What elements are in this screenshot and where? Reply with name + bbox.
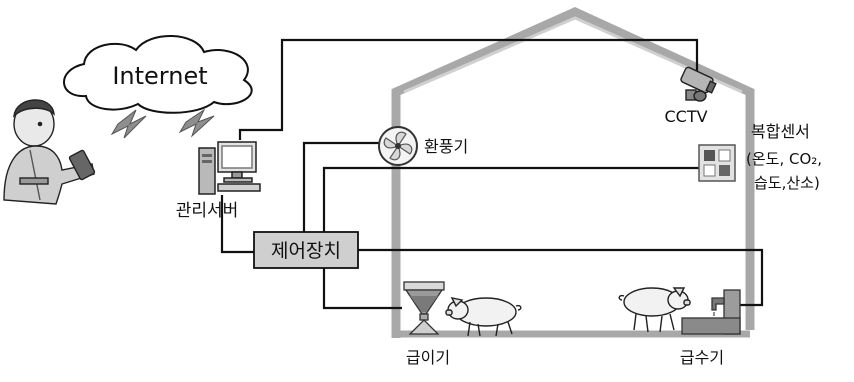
- server-computer-icon: [198, 141, 261, 195]
- internet-cloud: Internet: [63, 35, 253, 114]
- server-label: 관리서버: [176, 201, 239, 221]
- cctv-camera-icon: [680, 66, 717, 102]
- sensor-label: 복합센서 (온도, CO₂, 습도,산소): [746, 122, 822, 192]
- controller-box: 제어장치: [253, 231, 359, 269]
- fan-icon: [378, 126, 418, 166]
- cctv-label: CCTV: [664, 107, 707, 126]
- wireless-signal-icon: [110, 108, 215, 139]
- sensor-label-line1: 복합센서: [751, 122, 810, 141]
- wiring: [220, 38, 764, 310]
- internet-label: Internet: [112, 62, 207, 90]
- sensor-label-line2: (온도, CO₂,: [746, 150, 822, 168]
- pig-icon: [445, 297, 522, 337]
- waterer-icon: [681, 289, 741, 335]
- feeder-label: 급이기: [406, 348, 450, 367]
- feeder-icon: [403, 281, 445, 335]
- fan-label: 환풍기: [424, 137, 468, 156]
- composite-sensor-icon: [698, 144, 736, 182]
- pig-icon: [618, 287, 691, 333]
- controller-label: 제어장치: [271, 240, 341, 262]
- person-with-tablet-icon: [3, 99, 96, 205]
- waterer-label: 급수기: [680, 348, 724, 367]
- sensor-label-line3: 습도,산소): [754, 174, 820, 192]
